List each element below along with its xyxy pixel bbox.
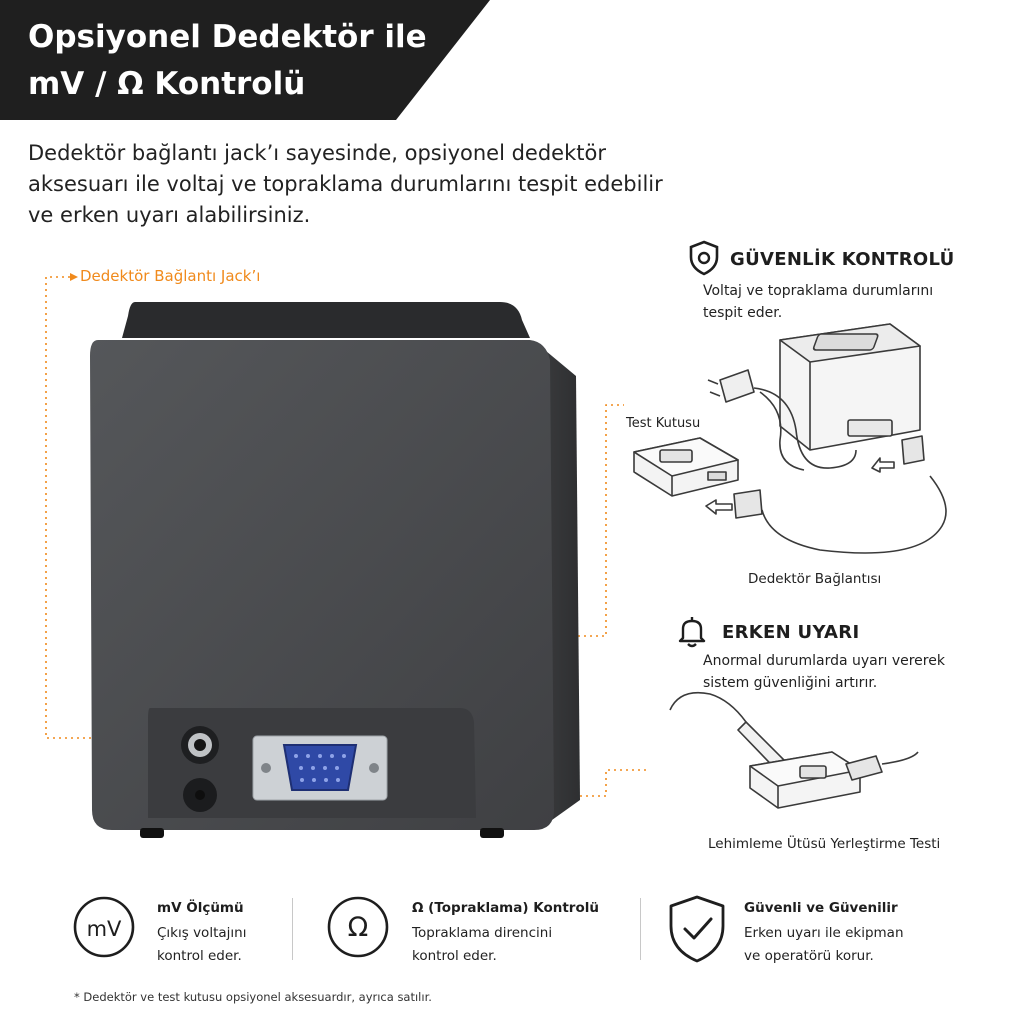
intro-text: Dedektör bağlantı jack’ı sayesinde, opsi… (28, 138, 718, 231)
feature-omega-desc-line-1: Topraklama direncini (412, 925, 553, 941)
footnote: * Dedektör ve test kutusu opsiyonel akse… (74, 990, 432, 1004)
warning-callout-line (562, 769, 650, 797)
feature-mv-desc-line-2: kontrol eder. (157, 948, 242, 964)
early-warning-title: ERKEN UYARI (722, 622, 860, 643)
title-line-1: Opsiyonel Dedektör ile (28, 19, 427, 55)
mv-icon (73, 896, 135, 958)
omega-icon (327, 896, 389, 958)
title-line-2: mV / Ω Kontrolü (28, 66, 306, 102)
title-banner: Opsiyonel Dedektör ile mV / Ω Kontrolü (0, 0, 490, 120)
shield-icon (689, 240, 719, 276)
early-warning-description: Anormal durumlarda uyarı vererek sistem … (703, 650, 945, 694)
feature-divider (292, 898, 293, 960)
shield-check-icon (669, 895, 725, 963)
detector-test-illustration (633, 323, 947, 554)
feature-omega-description: Topraklama direncini kontrol eder. (412, 922, 552, 968)
safety-title: GÜVENLİK KONTROLÜ (730, 249, 955, 270)
omega-icon-text: Ω (347, 912, 369, 943)
intro-line-3: ve erken uyarı alabilirsiniz. (28, 203, 311, 227)
feature-safe-desc-line-2: ve operatörü korur. (744, 948, 874, 964)
bell-icon (678, 617, 706, 648)
page-title: Opsiyonel Dedektör ile mV / Ω Kontrolü (28, 14, 427, 108)
early-warning-desc-line-1: Anormal durumlarda uyarı vererek (703, 653, 945, 669)
device-foot (140, 828, 164, 838)
feature-safe-description: Erken uyarı ile ekipman ve operatörü kor… (744, 922, 904, 968)
mv-icon-text: mV (86, 917, 122, 941)
feature-safe-desc-line-1: Erken uyarı ile ekipman (744, 925, 904, 941)
detector-connection-label: Dedektör Bağlantısı (748, 571, 882, 587)
feature-omega-desc-line-2: kontrol eder. (412, 948, 497, 964)
test-box-label: Test Kutusu (626, 416, 701, 431)
feature-divider (640, 898, 641, 960)
safety-description: Voltaj ve topraklama durumlarını tespit … (703, 280, 933, 324)
feature-mv-description: Çıkış voltajını kontrol eder. (157, 922, 246, 968)
soldering-test-illustration (669, 691, 919, 809)
soldering-test-label: Lehimleme Ütüsü Yerleştirme Testi (708, 836, 941, 852)
device-top (122, 302, 530, 338)
feature-omega-title: Ω (Topraklama) Kontrolü (412, 900, 599, 916)
feature-safe-title: Güvenli ve Güvenilir (744, 900, 898, 916)
intro-line-2: aksesuarı ile voltaj ve topraklama durum… (28, 172, 663, 196)
device-foot (480, 828, 504, 838)
safety-desc-line-2: tespit eder. (703, 305, 783, 321)
device-rear-view (90, 302, 580, 838)
intro-line-1: Dedektör bağlantı jack’ı sayesinde, opsi… (28, 141, 606, 165)
device-body (90, 340, 554, 830)
title-banner-shape (0, 0, 490, 120)
feature-mv-title: mV Ölçümü (157, 900, 244, 916)
jack-callout-label: Dedektör Bağlantı Jack’ı (80, 267, 261, 285)
early-warning-desc-line-2: sistem güvenliğini artırır. (703, 675, 878, 691)
feature-mv-desc-line-1: Çıkış voltajını (157, 925, 247, 941)
safety-desc-line-1: Voltaj ve topraklama durumlarını (703, 283, 934, 299)
